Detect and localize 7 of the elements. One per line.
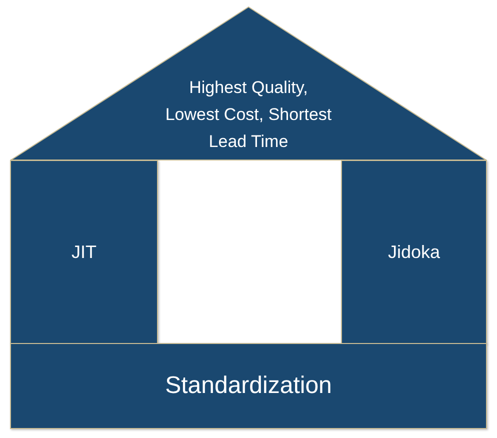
pillar-panel [10,160,158,344]
roof-label: Highest Quality, Lowest Cost, Shortest Lead Time [164,77,333,153]
base-panel [10,343,487,429]
pillar-label: JIT [72,242,96,262]
base-label: Standardization [165,372,332,400]
pillar-label: Jidoka [388,242,440,262]
pillar-panel [341,160,487,344]
